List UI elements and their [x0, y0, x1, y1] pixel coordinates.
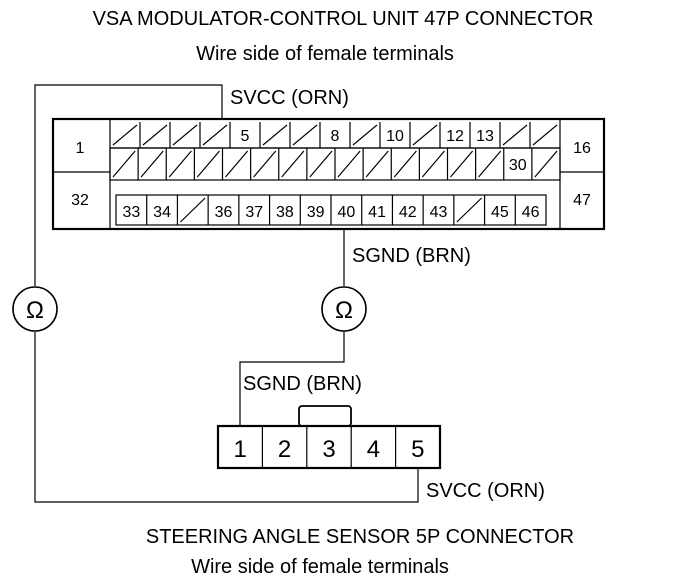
empty-pin-slash	[421, 150, 445, 178]
pin-label: 13	[476, 128, 494, 145]
empty-pin-slash	[532, 124, 558, 146]
ohm-symbol: Ω	[26, 297, 44, 324]
svcc-top-label: SVCC (ORN)	[230, 87, 349, 109]
sgnd-top-label: SGND (BRN)	[352, 245, 471, 267]
empty-pin-slash	[352, 124, 378, 146]
empty-pin-slash	[225, 150, 249, 178]
empty-pin-slash	[393, 150, 417, 178]
svcc-wire-lower	[34, 332, 419, 503]
pin-label: 34	[153, 204, 171, 221]
pin-label: 30	[509, 157, 527, 174]
pin-label: 1	[76, 140, 85, 157]
pin-row: 1 2 3 4 5	[234, 426, 424, 468]
ohm-meter-icon	[321, 286, 367, 332]
empty-pin-slash	[309, 150, 333, 178]
empty-pin-slash	[337, 150, 361, 178]
pin-label: 16	[573, 140, 591, 157]
connector-lock-tab	[298, 405, 352, 427]
pin-label: 37	[245, 204, 263, 221]
pin-label: 46	[522, 204, 540, 221]
empty-pin-slash	[534, 150, 558, 178]
empty-pin-slash	[196, 150, 220, 178]
empty-pin-slash	[140, 150, 164, 178]
pin-label: 3	[322, 436, 335, 463]
vsa-47p-connector: 5 8 10 12 13 30 33 34 36 37 38 39 40 41 42 43 45 46 1 3…	[51, 117, 606, 231]
empty-pin-slash	[281, 150, 305, 178]
empty-pin-slash	[456, 197, 482, 223]
pin-label: 45	[491, 204, 509, 221]
bottom-connector-title: STEERING ANGLE SENSOR 5P CONNECTOR	[146, 526, 574, 548]
pin-label: 42	[399, 204, 417, 221]
sgnd-wire-lower	[239, 332, 345, 426]
pin-label: 41	[368, 204, 386, 221]
empty-pin-slash	[412, 124, 438, 146]
empty-pin-slash	[262, 124, 288, 146]
pin-label: 10	[386, 128, 404, 145]
empty-pin-slash	[202, 124, 228, 146]
bottom-connector-subtitle: Wire side of female terminals	[191, 556, 449, 578]
pin-label: 32	[71, 192, 89, 209]
pin-label: 2	[278, 436, 291, 463]
connector-outline	[216, 424, 442, 470]
empty-pin-slash	[112, 124, 138, 146]
top-connector-subtitle: Wire side of female terminals	[196, 43, 454, 65]
empty-pin-slash	[112, 150, 136, 178]
empty-pin-slash	[253, 150, 277, 178]
empty-pin-slash	[365, 150, 389, 178]
empty-pin-slash	[292, 124, 318, 146]
ohm-symbol: Ω	[335, 297, 353, 324]
empty-pin-slash	[478, 150, 502, 178]
pin-row-2: 30	[112, 148, 558, 180]
pin-label: 36	[215, 204, 233, 221]
pin-label: 4	[367, 436, 380, 463]
pin-label: 40	[337, 204, 355, 221]
ohmmeter-right: Ω	[321, 286, 367, 332]
sgnd-bottom-label: SGND (BRN)	[243, 373, 362, 395]
empty-pin-slash	[502, 124, 528, 146]
ohmmeter-left: Ω	[12, 286, 58, 332]
pin-row-1: 5 8 10 12 13	[112, 122, 558, 148]
pin-label: 12	[446, 128, 464, 145]
pin-label: 47	[573, 192, 591, 209]
ohm-meter-icon	[12, 286, 58, 332]
pin-label: 8	[331, 128, 340, 145]
pin-label: 39	[307, 204, 325, 221]
svcc-bottom-label: SVCC (ORN)	[426, 480, 545, 502]
empty-pin-slash	[180, 197, 206, 223]
empty-pin-slash	[450, 150, 474, 178]
steering-sensor-5p-connector: 1 2 3 4 5	[216, 405, 442, 470]
pin-row-3: 33 34 36 37 38 39 40 41 42 43 45 46	[122, 195, 540, 225]
top-connector-title: VSA MODULATOR-CONTROL UNIT 47P CONNECTOR	[93, 8, 594, 30]
empty-pin-slash	[172, 124, 198, 146]
svcc-wire-upper	[34, 84, 223, 286]
pin-label: 5	[241, 128, 250, 145]
pin-label: 1	[234, 436, 247, 463]
empty-pin-slash	[142, 124, 168, 146]
empty-pin-slash	[168, 150, 192, 178]
pin-label: 38	[276, 204, 294, 221]
pin-label: 33	[122, 204, 140, 221]
pin-label: 43	[430, 204, 448, 221]
pin-label: 5	[411, 436, 424, 463]
